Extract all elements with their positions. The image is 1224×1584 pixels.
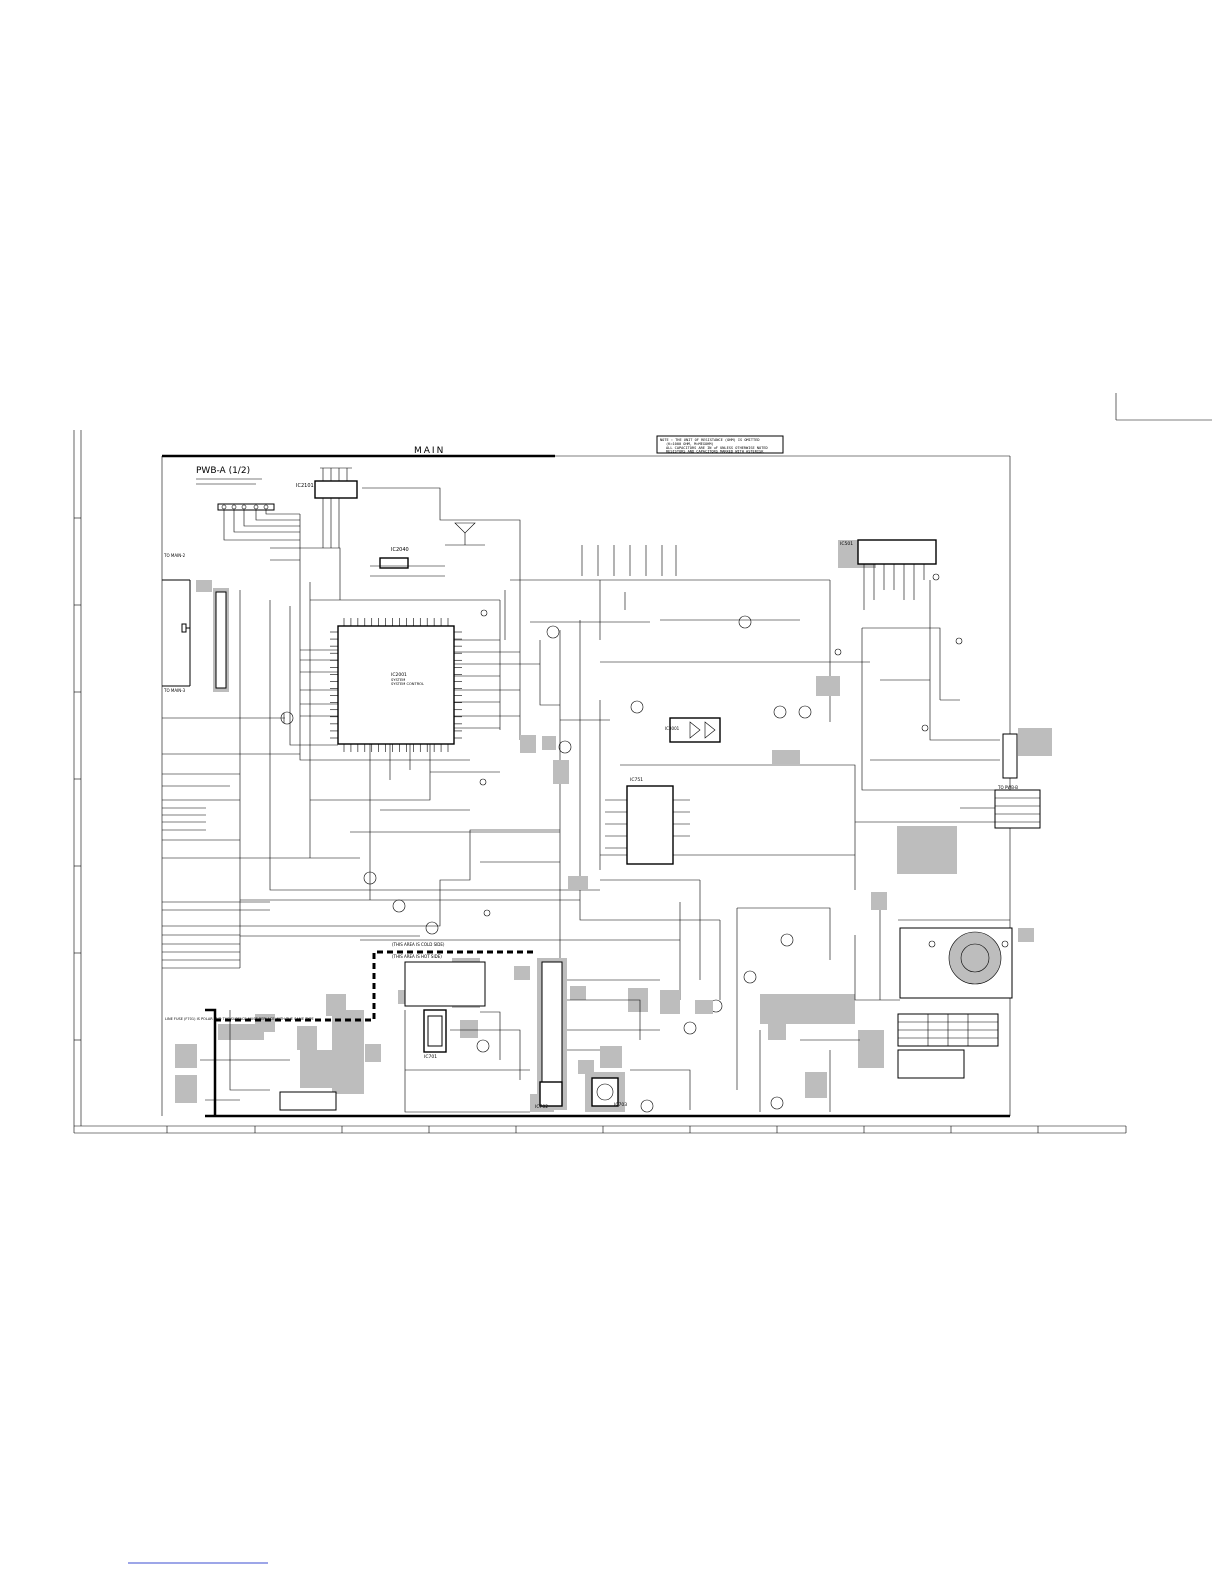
- ic2040: IC2040: [370, 547, 445, 577]
- right-connector: TO PWB-B: [994, 733, 1041, 829]
- ic3001: IC3001: [665, 717, 721, 743]
- hot-area-label: (THIS AREA IS HOT SIDE): [392, 954, 442, 959]
- ic501: IC501: [840, 539, 937, 610]
- left-connector: TO MAIN-2 TO MAIN-3: [162, 553, 229, 693]
- right-wiring: [736, 580, 1010, 1112]
- resistor-bank: [581, 545, 677, 576]
- ic2001-pins: [330, 618, 462, 752]
- note-box: NOTE : THE UNIT OF RESISTANCE (OHM) IS O…: [656, 435, 784, 454]
- isolation-boundary: (THIS AREA IS COLD SIDE) (THIS AREA IS H…: [205, 942, 536, 1116]
- ic2001: IC2001 SYSTEM SYSTEM CONTROL: [337, 625, 455, 745]
- signal-buses: [239, 579, 870, 1000]
- parts-table: [897, 1013, 999, 1079]
- cold-area-label: (THIS AREA IS COLD SIDE): [392, 942, 445, 947]
- left-connector-bottom-label: TO MAIN-3: [163, 688, 186, 693]
- note-line-2: (K=1000 OHM, M=MEGOHM): [666, 442, 714, 446]
- note-line-4: RESISTORS AND CAPACITORS MARKED WITH AST…: [666, 450, 764, 454]
- transistors-top: [363, 615, 812, 1113]
- ic751-label: IC751: [630, 777, 643, 783]
- crt-socket: [899, 927, 1013, 999]
- board-name: PWB-A (1/2): [196, 466, 250, 476]
- ic2001-sub2: SYSTEM CONTROL: [391, 682, 424, 686]
- note-line-1: NOTE : THE UNIT OF RESISTANCE (OHM) IS O…: [660, 438, 760, 442]
- ic702: IC702: [535, 1081, 563, 1110]
- test-points: [479, 573, 963, 917]
- power-wiring: LINE FUSE (F701) IS POLAR AND THE SURFAC…: [165, 961, 691, 1113]
- ic2001-label: IC2001: [391, 672, 407, 678]
- ic2001-sub1: SYSTEM: [391, 678, 405, 682]
- key-switch-row: [217, 503, 300, 541]
- ic2101-label: IC2101: [296, 483, 314, 489]
- left-signal-stubs: [162, 717, 310, 969]
- board-outline: [161, 454, 1011, 1118]
- note-line-3: ALL CAPACITORS ARE IN uF UNLESS OTHERWIS…: [666, 446, 768, 450]
- ic2001-wiring: [270, 487, 560, 900]
- grid-frame: [73, 430, 1127, 1134]
- left-connector-top-label: TO MAIN-2: [163, 553, 186, 558]
- ic501-label: IC501: [840, 541, 853, 547]
- x-component: [445, 522, 485, 546]
- ic2040-label: IC2040: [391, 547, 409, 553]
- ic2101: IC2101: [296, 467, 358, 548]
- fuse-note: LINE FUSE (F701) IS POLAR AND THE SURFAC…: [165, 1017, 314, 1021]
- ic701-label: IC701: [424, 1054, 437, 1060]
- ic703-label: IC703: [614, 1102, 627, 1108]
- ic703: IC703: [591, 1077, 627, 1108]
- transistor-q2020: [280, 711, 294, 725]
- ic751: IC751: [605, 777, 690, 865]
- ic702-label: IC702: [535, 1104, 548, 1110]
- right-connector-label: TO PWB-B: [997, 785, 1018, 790]
- sheet-title: MAIN: [414, 446, 445, 456]
- ic3001-label: IC3001: [665, 726, 680, 731]
- ic701: IC701: [423, 1009, 447, 1060]
- shaded-areas: [175, 540, 1052, 1112]
